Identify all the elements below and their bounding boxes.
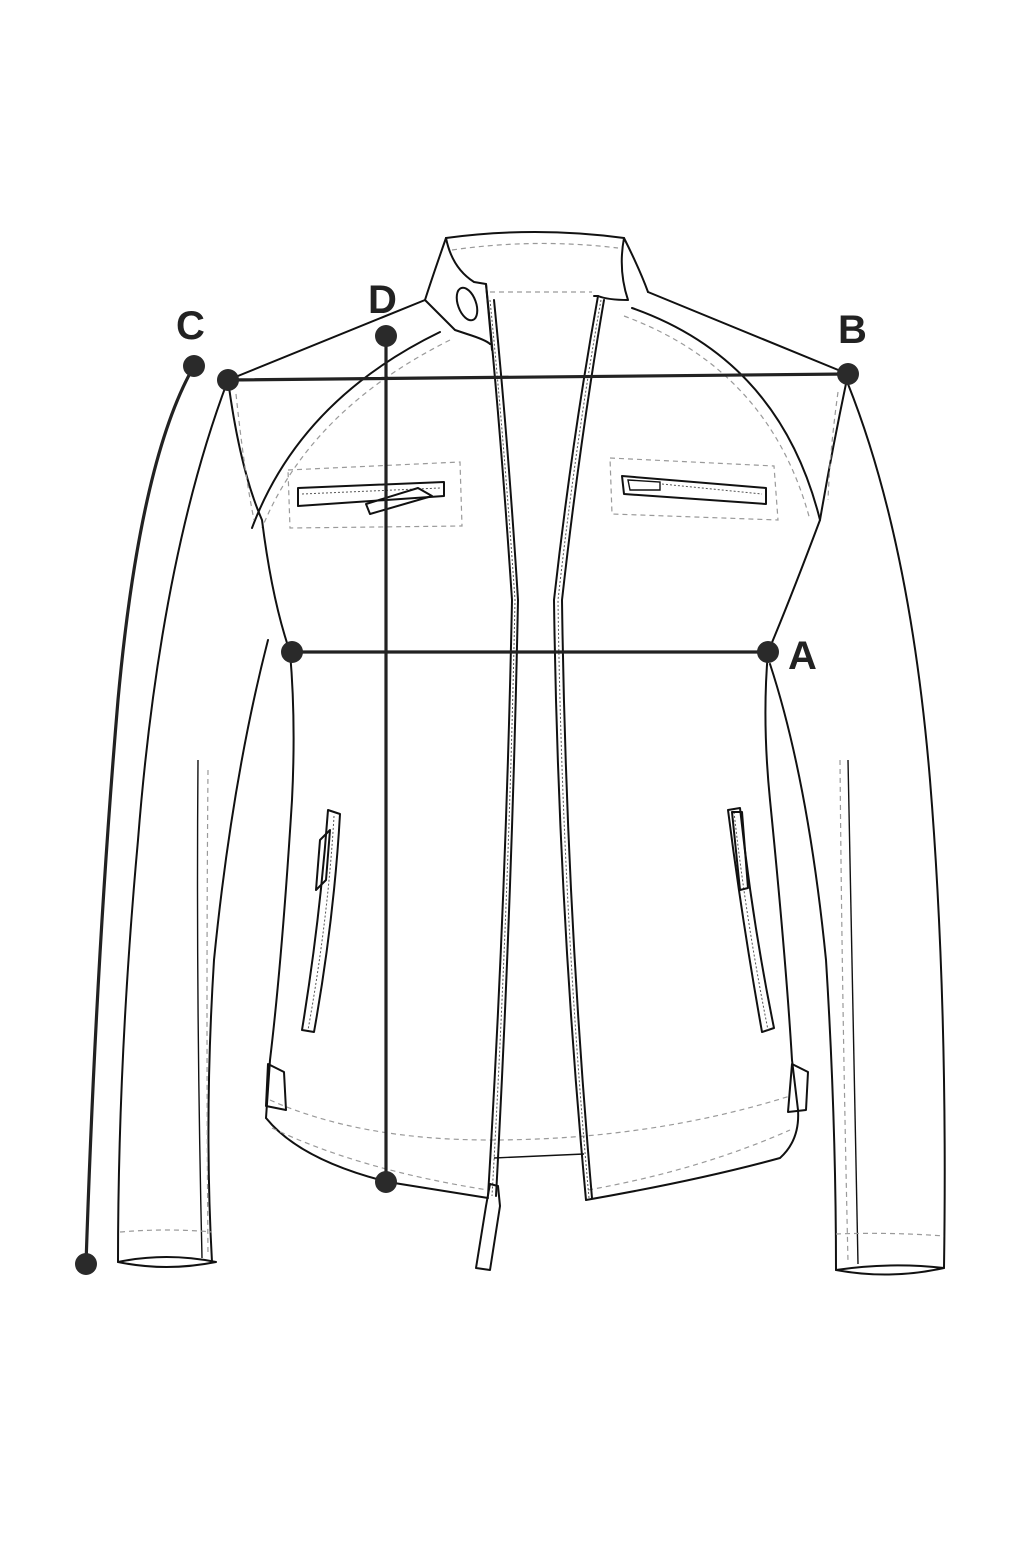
right-side-pocket	[727, 807, 775, 1033]
jacket-body	[227, 291, 849, 1201]
collar-tab-hole	[455, 286, 479, 322]
left-side-pocket	[301, 809, 341, 1033]
point-c-start	[183, 355, 205, 377]
label-b: B	[838, 308, 867, 352]
measure-line-c	[84, 364, 196, 1266]
point-c-end	[75, 1253, 97, 1275]
left-chest-zip-pull	[365, 487, 433, 515]
point-b-start	[217, 369, 239, 391]
right-chest-zip-pull	[627, 479, 661, 491]
zipper-pull	[475, 1183, 501, 1271]
front-zipper	[475, 283, 605, 1271]
point-d-end	[375, 1171, 397, 1193]
left-chest-pocket	[287, 461, 463, 529]
right-sleeve	[769, 383, 946, 1276]
right-side-tab	[787, 1063, 809, 1113]
left-sleeve	[117, 379, 269, 1268]
label-d: D	[368, 278, 397, 322]
left-side-zip-pull	[315, 829, 331, 891]
point-d-start	[375, 325, 397, 347]
label-c: C	[176, 304, 205, 348]
collar	[424, 231, 649, 351]
point-a-end	[757, 641, 779, 663]
right-chest-pocket	[609, 457, 779, 521]
right-side-zip-pull	[731, 811, 749, 891]
point-b-end	[837, 363, 859, 385]
measurement-lines	[84, 334, 850, 1266]
label-a: A	[788, 634, 817, 678]
left-side-tab	[265, 1063, 287, 1111]
measure-line-b	[226, 372, 850, 382]
point-a-start	[281, 641, 303, 663]
